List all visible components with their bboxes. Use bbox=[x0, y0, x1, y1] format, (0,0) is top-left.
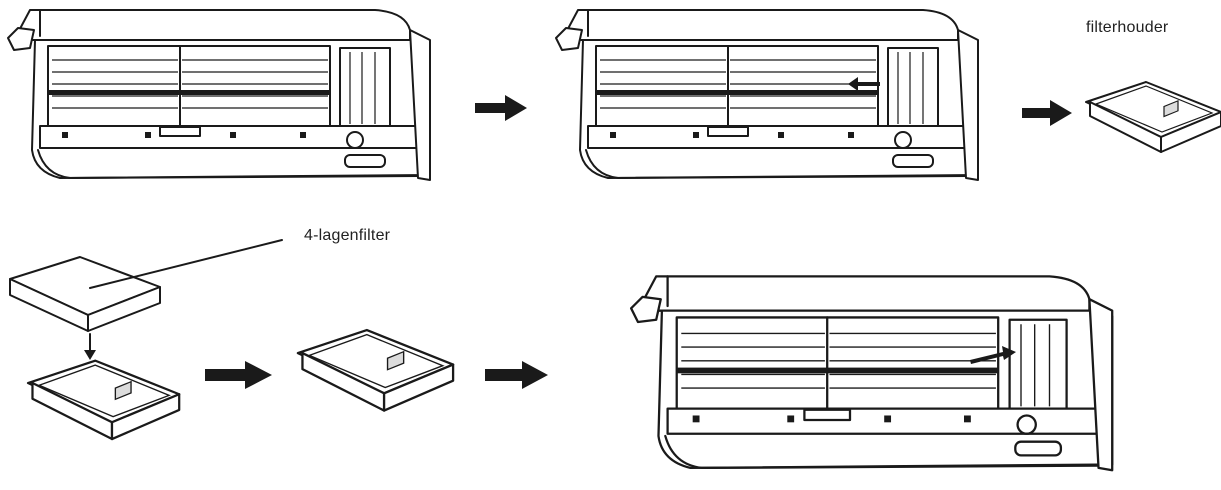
down-arrow-icon bbox=[84, 333, 96, 360]
filter-holder-with-filter bbox=[296, 328, 455, 412]
ac-unit-filter-reinsert bbox=[629, 275, 1114, 472]
filter-holder-label: filterhouder bbox=[1086, 19, 1169, 36]
four-layer-filter-pad bbox=[9, 256, 161, 332]
right-arrow-icon bbox=[475, 95, 527, 121]
filter-removal-arrow-icon bbox=[848, 77, 880, 91]
empty-filter-holder-tray bbox=[26, 359, 181, 441]
filter-holder-tray bbox=[1085, 81, 1221, 153]
four-layer-filter-label: 4-lagenfilter bbox=[304, 227, 391, 244]
insert-arrow-icon bbox=[970, 346, 1016, 364]
ac-unit-open-step2 bbox=[555, 9, 979, 181]
filter-label-leader-line bbox=[89, 239, 283, 289]
right-arrow-icon bbox=[1022, 100, 1072, 126]
right-arrow-icon bbox=[485, 361, 548, 389]
ac-unit-open-step1 bbox=[7, 9, 431, 181]
right-arrow-icon bbox=[205, 361, 272, 389]
